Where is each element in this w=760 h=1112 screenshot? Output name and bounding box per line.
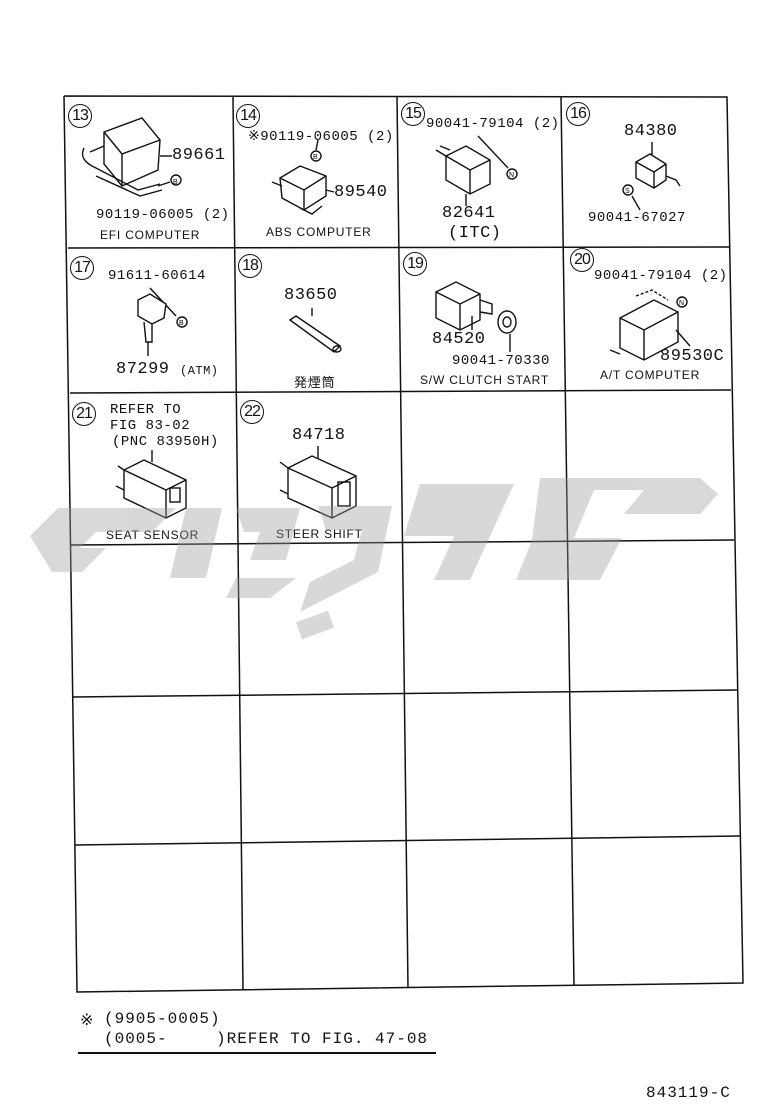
bolt-letter-s: S — [625, 188, 630, 195]
part-number-87299: 87299 — [116, 360, 170, 379]
bolt-b-icon — [170, 174, 182, 186]
bolt-letter-n: N — [509, 172, 514, 179]
bolt-n-icon — [676, 296, 688, 308]
part-number-90041-67027: 90041-67027 — [588, 210, 686, 226]
grid-row-line — [74, 835, 741, 846]
caption-seat-sensor: SEAT SENSOR — [106, 528, 200, 542]
steer-shift-drawing — [279, 446, 357, 519]
part-number-90041-79104: 90041-79104 (2) — [426, 116, 560, 132]
item-number: 14 — [236, 104, 260, 128]
part-number-91611-60614: 91611-60614 — [108, 268, 206, 284]
part-number-84520: 84520 — [432, 330, 486, 349]
bolt-letter-n: N — [679, 300, 684, 307]
part-note-atm: (ATM) — [180, 364, 219, 378]
efi-computer-drawing: B — [81, 117, 182, 197]
item-number: 18 — [238, 254, 262, 278]
item-number: 20 — [570, 248, 594, 272]
part-number-89540: 89540 — [334, 183, 388, 202]
sensor-84380-drawing: S — [622, 142, 681, 211]
item-number: 22 — [240, 400, 264, 424]
bolt-letter-b: B — [313, 154, 318, 161]
clutch-switch-drawing — [435, 281, 517, 352]
part-number-90041-79104: 90041-79104 (2) — [594, 268, 728, 284]
item-number: 21 — [72, 402, 96, 426]
part-number-84718: 84718 — [292, 426, 346, 445]
bolt-letter-b: B — [173, 179, 178, 186]
part-number-90119-06005: ※90119-06005 (2) — [248, 129, 394, 145]
footnote-date-range-2: (0005- — [104, 1030, 168, 1048]
at-computer-drawing: N — [609, 289, 691, 361]
footnote-mark: ※ — [80, 1012, 95, 1030]
caption-efi-computer: EFI COMPUTER — [100, 228, 201, 242]
grid-outline — [63, 95, 744, 993]
itc-sensor-drawing: N — [435, 135, 518, 206]
bolt-n-icon — [506, 168, 518, 180]
refer-fig-label: FIG 83-02 — [110, 418, 191, 434]
grid-col-line — [232, 96, 244, 991]
footnote-refer-fig: )REFER TO FIG. 47-08 — [216, 1030, 429, 1048]
atm-sensor-drawing: B — [137, 287, 188, 356]
caption-at-computer: A/T COMPUTER — [600, 368, 701, 382]
part-number-90119-06005: 90119-06005 (2) — [96, 207, 230, 223]
item-number: 15 — [401, 102, 425, 126]
refer-pnc-label: (PNC 83950H) — [112, 434, 219, 450]
part-note-itc: (ITC) — [448, 224, 502, 243]
bolt-letter-b: B — [179, 320, 184, 327]
item-number: 13 — [68, 104, 92, 128]
bolt-b-icon — [176, 316, 188, 328]
bolt-s-icon — [622, 184, 634, 196]
part-number-90041-70330: 90041-70330 — [452, 353, 550, 369]
seat-sensor-drawing — [115, 450, 187, 519]
abs-computer-drawing: B — [271, 139, 335, 215]
part-number-83650: 83650 — [284, 286, 338, 305]
grid-col-line — [560, 96, 575, 987]
caption-abs-computer: ABS COMPUTER — [266, 225, 372, 239]
part-number-82641: 82641 — [442, 204, 496, 223]
item-number: 19 — [403, 252, 427, 276]
item-number: 17 — [70, 256, 94, 280]
item-number: 16 — [566, 102, 590, 126]
part-number-89530c: 89530C — [660, 347, 725, 366]
bolt-b-icon — [310, 150, 322, 162]
footnote-date-range-1: (9905-0005) — [104, 1010, 221, 1028]
caption-sw-clutch-start: S/W CLUTCH START — [420, 373, 550, 387]
grid-col-line — [396, 96, 409, 989]
part-number-89661: 89661 — [172, 146, 226, 165]
part-number-84380: 84380 — [624, 122, 678, 141]
flare-drawing — [288, 308, 342, 353]
figure-code: 843119-C — [646, 1084, 731, 1102]
part-note-flare: 発煙筒 — [294, 375, 336, 390]
refer-to-label: REFER TO — [110, 402, 182, 418]
caption-steer-shift: STEER SHIFT — [276, 527, 363, 541]
footnote-underline — [78, 1052, 436, 1054]
